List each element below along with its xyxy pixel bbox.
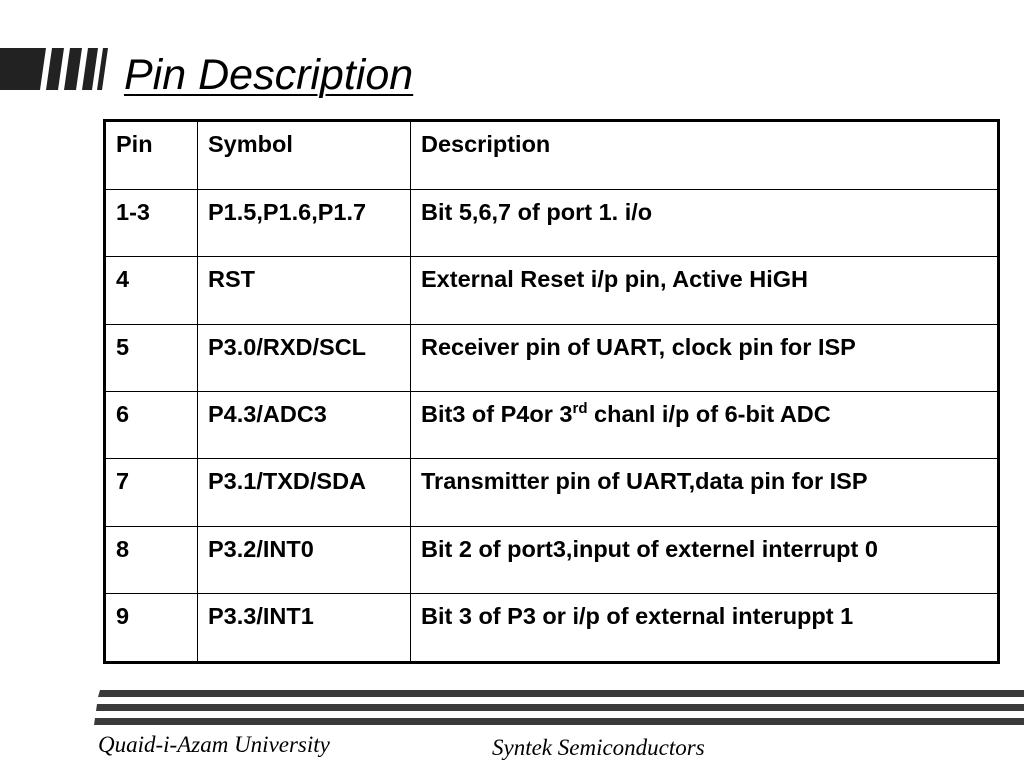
pin-cell: 9 — [104, 592, 198, 664]
superscript-text: rd — [572, 400, 588, 418]
table-row: 7 P3.1/TXD/SDA Transmitter pin of UART,d… — [104, 458, 999, 527]
description-cell: Bit 2 of port3,input of externel interru… — [410, 525, 999, 594]
header-description: Description — [410, 119, 999, 191]
description-cell: Receiver pin of UART, clock pin for ISP — [410, 323, 999, 392]
table-row: 1-3 P1.5,P1.6,P1.7 Bit 5,6,7 of port 1. … — [104, 189, 999, 258]
symbol-cell: P3.1/TXD/SDA — [197, 458, 411, 527]
table-row: 4 RST External Reset i/p pin, Active HiG… — [104, 256, 999, 325]
description-cell: Bit3 of P4or 3rd chanl i/p of 6-bit ADC — [410, 390, 999, 460]
description-cell: External Reset i/p pin, Active HiGH — [410, 256, 999, 325]
header-symbol: Symbol — [197, 119, 411, 191]
symbol-cell: P1.5,P1.6,P1.7 — [197, 189, 411, 258]
description-cell: Bit 3 of P3 or i/p of external interuppt… — [410, 592, 999, 664]
footer-divider-lines — [94, 690, 1024, 725]
slide-title: Pin Description — [124, 51, 414, 99]
table-header-row: Pin Symbol Description — [104, 119, 999, 191]
symbol-cell: P4.3/ADC3 — [197, 390, 411, 460]
pin-cell: 6 — [104, 390, 198, 460]
pin-cell: 4 — [104, 256, 198, 325]
pin-cell: 8 — [104, 525, 198, 594]
footer-university: Quaid-i-Azam University — [98, 732, 330, 757]
header-pin: Pin — [104, 119, 198, 191]
table-row: 8 P3.2/INT0 Bit 2 of port3,input of exte… — [104, 525, 999, 594]
pin-cell: 1-3 — [104, 189, 198, 258]
symbol-cell: P3.0/RXD/SCL — [197, 323, 411, 392]
footer-company: Syntek Semiconductors — [492, 735, 705, 760]
symbol-cell: P3.2/INT0 — [197, 525, 411, 594]
description-cell: Bit 5,6,7 of port 1. i/o — [410, 189, 999, 258]
symbol-cell: RST — [197, 256, 411, 325]
description-text: chanl i/p of 6-bit ADC — [587, 400, 831, 427]
pin-cell: 7 — [104, 458, 198, 527]
table-row: 6 P4.3/ADC3 Bit3 of P4or 3rd chanl i/p o… — [104, 390, 999, 460]
pin-table: Pin Symbol Description 1-3 P1.5,P1.6,P1.… — [103, 119, 1000, 664]
table-row: 5 P3.0/RXD/SCL Receiver pin of UART, clo… — [104, 323, 999, 392]
table-row: 9 P3.3/INT1 Bit 3 of P3 or i/p of extern… — [104, 592, 999, 664]
description-cell: Transmitter pin of UART,data pin for ISP — [410, 458, 999, 527]
title-bars-decoration — [0, 48, 108, 90]
symbol-cell: P3.3/INT1 — [197, 592, 411, 664]
description-text: Bit3 of P4or 3 — [421, 400, 573, 427]
pin-cell: 5 — [104, 323, 198, 392]
